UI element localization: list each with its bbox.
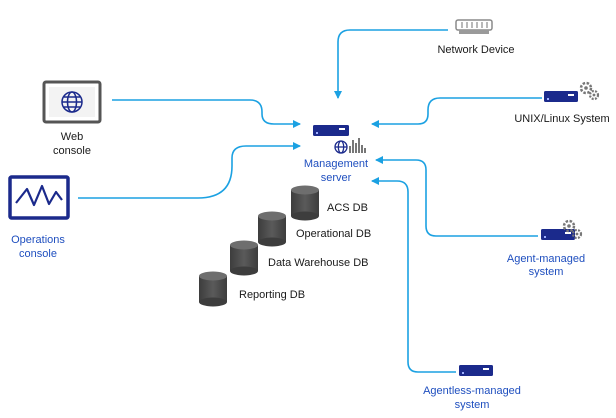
connector-operations-console — [78, 142, 301, 199]
connector-agentless-managed — [371, 177, 456, 373]
agent-managed-system: Agent-managed system — [507, 219, 585, 278]
network-device-icon — [455, 19, 493, 34]
connector-web-console — [112, 99, 301, 128]
web-console-label-line1: Web — [61, 131, 83, 143]
unix-linux-label: UNIX/Linux System — [514, 113, 609, 125]
management-server-label-line1: Management — [304, 158, 368, 170]
database-cylinder-icon — [199, 271, 227, 307]
database-cylinder-icon — [258, 211, 286, 247]
operations-console-label-line2: console — [19, 248, 57, 260]
operations-console-monitor-icon — [8, 175, 70, 220]
agentless-managed-label-line1: Agentless-managed — [423, 385, 521, 397]
connectors — [78, 29, 542, 373]
management-server-label-line2: server — [321, 172, 352, 184]
operations-console-label-line1: Operations — [11, 234, 65, 246]
web-console: Web console — [42, 80, 102, 157]
database-cylinder-icon — [230, 240, 258, 276]
acs-db-label: ACS DB — [327, 202, 368, 214]
web-console-label-line2: console — [53, 145, 91, 157]
connector-network-device — [334, 29, 448, 99]
agentless-managed-label-line2: system — [455, 399, 490, 411]
unix-linux-system: UNIX/Linux System — [514, 81, 610, 125]
operational-db-label: Operational DB — [296, 228, 371, 240]
management-server: Management server — [304, 125, 368, 184]
agent-managed-server-icon — [541, 219, 583, 240]
management-server-icon — [313, 125, 366, 154]
operations-console: Operations console — [8, 175, 70, 260]
connector-unix-linux — [371, 97, 542, 128]
reporting-db-label: Reporting DB — [239, 289, 305, 301]
agentless-managed-server-icon — [459, 365, 493, 376]
connector-agent-managed — [375, 156, 538, 237]
web-console-monitor-icon — [42, 80, 102, 124]
database-cylinder-icon — [291, 185, 319, 221]
database-operational: Operational DB — [258, 211, 371, 247]
agent-managed-label-line2: system — [529, 266, 564, 278]
unix-linux-server-icon — [544, 81, 600, 102]
agent-managed-label-line1: Agent-managed — [507, 253, 585, 265]
data-warehouse-db-label: Data Warehouse DB — [268, 257, 368, 269]
agentless-managed-system: Agentless-managed system — [423, 365, 521, 411]
database-data-warehouse: Data Warehouse DB — [230, 240, 368, 276]
network-device-label: Network Device — [437, 44, 514, 56]
database-acs: ACS DB — [291, 185, 368, 221]
network-device: Network Device — [437, 19, 515, 56]
database-reporting: Reporting DB — [199, 271, 305, 307]
